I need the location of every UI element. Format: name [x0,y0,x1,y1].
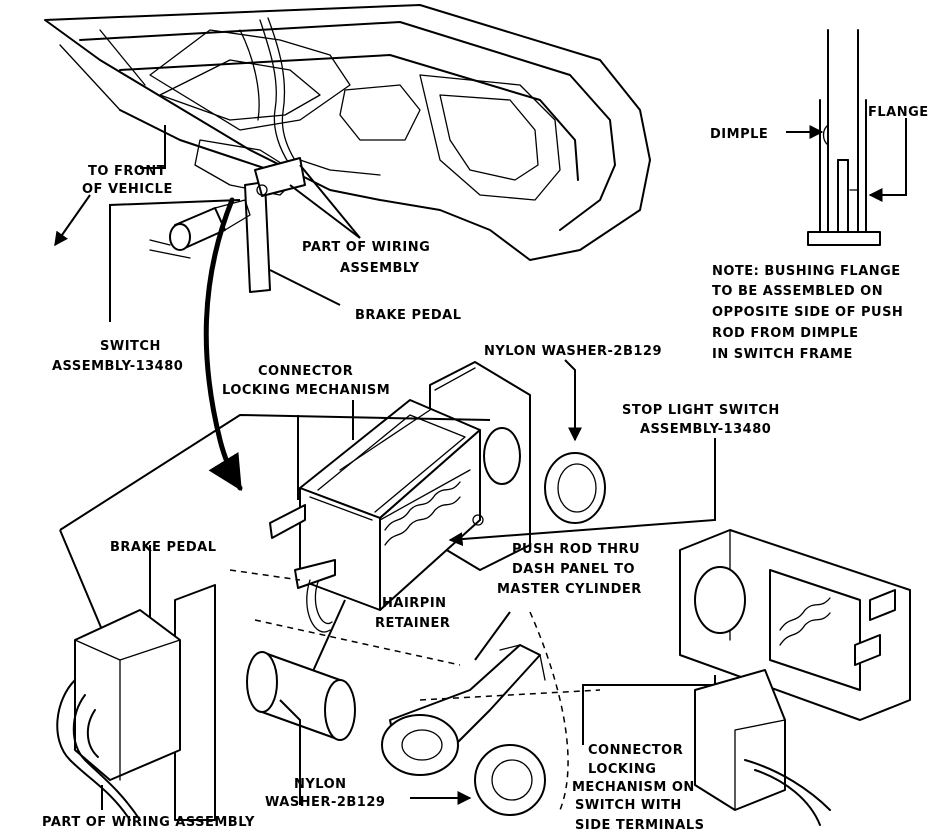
label-part-wiring-bottom: PART OF WIRING ASSEMBLY [42,815,255,830]
note-line-3: OPPOSITE SIDE OF PUSH [712,305,903,320]
label-to-front-2: OF VEHICLE [82,182,173,197]
label-connector-locking-2: LOCKING MECHANISM [222,383,390,398]
label-flange: FLANGE [868,105,929,120]
label-brake-pedal-left: BRAKE PEDAL [110,540,217,555]
top-leaders [109,125,361,322]
label-switch-assembly-top-2: ASSEMBLY-13480 [52,359,183,374]
note-line-4: ROD FROM DIMPLE [712,326,859,341]
label-connector-side-5: SIDE TERMINALS [575,818,705,833]
label-switch-assembly-top-1: SWITCH [100,339,161,354]
label-nylon-washer-bottom-2: WASHER-2B129 [265,795,385,810]
switch-assembly [269,361,531,633]
label-nylon-washer-bottom-1: NYLON [294,777,347,792]
flange-arrow [868,118,907,202]
label-to-front-1: TO FRONT [88,164,166,179]
nylon-washer-bottom-shape [246,651,356,741]
note-line-5: IN SWITCH FRAME [712,347,853,362]
label-stop-light-1: STOP LIGHT SWITCH [622,403,780,418]
label-hairpin-2: RETAINER [375,616,450,631]
label-connector-side-1: CONNECTOR [588,743,683,758]
label-brake-pedal-top: BRAKE PEDAL [355,308,462,323]
label-connector-side-4: SWITCH WITH [575,798,682,813]
label-hairpin-1: HAIRPIN [382,596,447,611]
label-stop-light-2: ASSEMBLY-13480 [640,422,771,437]
dashed-guides [229,569,601,811]
nylon-washer-top-shape [544,452,606,524]
label-part-wiring-top-1: PART OF WIRING [302,240,430,255]
to-front-arrow [54,194,91,247]
label-connector-side-3: MECHANISM ON [572,780,695,795]
label-connector-locking-1: CONNECTOR [258,364,353,379]
side-terminal-switch [679,529,911,826]
label-push-rod-3: MASTER CYLINDER [497,582,642,597]
label-nylon-washer-top: NYLON WASHER-2B129 [484,344,662,359]
label-connector-side-2: LOCKING [588,762,656,777]
push-rod-bushing [381,644,546,816]
dashboard-illustration [44,4,651,293]
label-dimple: DIMPLE [710,127,768,142]
label-part-wiring-top-2: ASSEMBLY [340,261,420,276]
dimple-flange-detail [807,29,881,246]
label-push-rod-1: PUSH ROD THRU [512,542,640,557]
label-push-rod-2: DASH PANEL TO [512,562,635,577]
note-line-1: NOTE: BUSHING FLANGE [712,264,901,279]
bottom-leaders [101,675,716,810]
brake-pedal-bottom [56,584,216,821]
note-line-2: TO BE ASSEMBLED ON [712,284,883,299]
wiring-arrow [203,197,243,491]
